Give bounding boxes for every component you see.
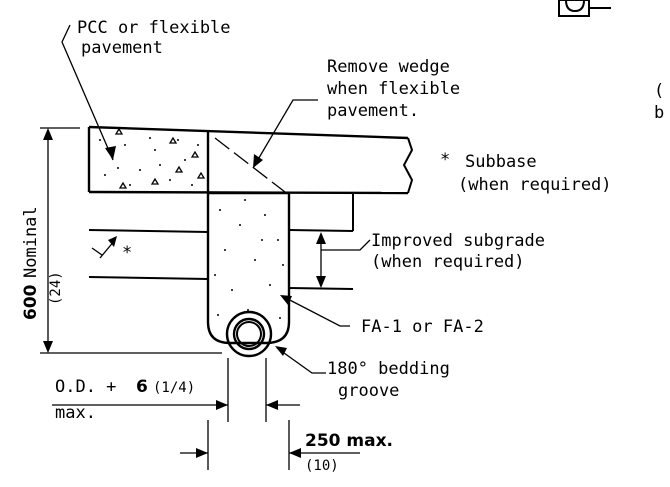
subbase-left-star: *: [122, 243, 132, 263]
pavement-arrowhead: [105, 146, 116, 160]
subgrade-label-line2: (when required): [371, 252, 525, 272]
nominal-inches: (24): [48, 271, 64, 305]
pavement-leader: [61, 24, 114, 161]
width-value: 250 max.: [305, 431, 393, 451]
subgrade-bottom-right: [288, 287, 354, 290]
nominal-text: Nominal: [21, 206, 41, 278]
pavement-label-line2: pavement: [81, 38, 163, 58]
corner-symbol-icon: [558, 0, 611, 17]
subgrade-leader: [321, 239, 371, 251]
bedding-label-line1: 180° bedding: [327, 359, 450, 379]
clipped-paren: (: [654, 81, 664, 101]
wedge-label-line2: when flexible: [327, 79, 460, 99]
wedge-leader: [252, 99, 318, 169]
pavement-slab: [87, 125, 414, 195]
od-value: 6: [136, 377, 148, 397]
bedding-label-line2: groove: [338, 381, 399, 401]
subbase-top-left: [88, 229, 209, 233]
subbase-label-line2: (when required): [458, 175, 612, 195]
subbase-top-right: [288, 229, 354, 232]
subbase-star: *: [440, 150, 450, 170]
pipe-icon: [225, 310, 273, 358]
subbase-left-arrowhead: [108, 236, 117, 247]
subbase-label-line1: Subbase: [465, 152, 537, 172]
wedge-label-line1: Remove wedge: [327, 57, 450, 77]
bedding-leader: [276, 347, 326, 374]
pavement-label-line1: PCC or flexible: [77, 18, 231, 38]
od-max: max.: [55, 403, 96, 423]
wedge-arrowhead: [253, 154, 263, 168]
concrete-stipple: [99, 137, 199, 186]
od-fraction: (1/4): [153, 380, 195, 396]
fa-leader: [281, 295, 350, 327]
subgrade-label-line1: Improved subgrade: [371, 231, 545, 251]
nominal-value: 600: [21, 284, 41, 320]
subgrade-bottom-left: [88, 276, 209, 280]
trench-backfill: [206, 191, 291, 345]
clipped-letter: b: [654, 103, 664, 123]
wedge-label-line3: pavement.: [327, 101, 419, 121]
od-prefix: O.D. +: [55, 377, 116, 397]
width-inches: (10): [305, 458, 339, 474]
fa-label: FA-1 or FA-2: [361, 317, 484, 337]
